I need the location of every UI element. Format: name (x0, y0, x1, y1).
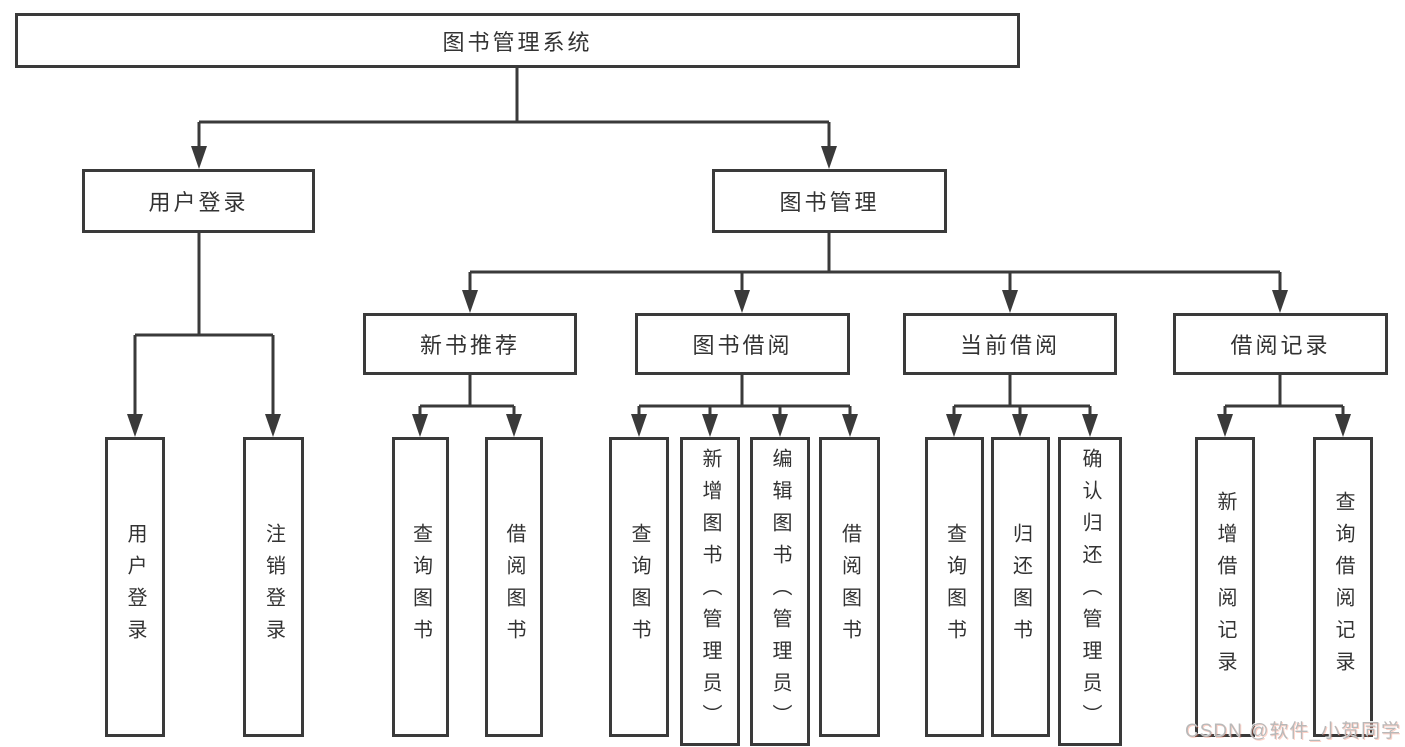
node-leaf-query-books-current: 查询图书 (925, 437, 984, 737)
connector-book-borrow (637, 375, 852, 419)
node-user-login: 用户登录 (82, 169, 315, 233)
connector-borrow-records (1223, 375, 1345, 419)
node-leaf-query-books-recommend: 查询图书 (392, 437, 449, 737)
connector-user-login (133, 233, 275, 419)
connector-book-management (468, 233, 1282, 296)
connector-root (197, 68, 831, 152)
node-book-management: 图书管理 (712, 169, 947, 233)
node-new-book-recommendation: 新书推荐 (363, 313, 577, 375)
csdn-watermark: CSDN @软件_小贺同学 (1185, 721, 1401, 742)
connector-current-borrow (952, 375, 1092, 419)
node-library-management-system: 图书管理系统 (15, 13, 1020, 68)
node-book-borrowing: 图书借阅 (635, 313, 850, 375)
arrowheads (127, 146, 1351, 437)
node-leaf-edit-books-admin: 编辑图书（管理员） (750, 437, 810, 746)
node-current-borrowing: 当前借阅 (903, 313, 1117, 375)
node-leaf-logout: 注销登录 (243, 437, 304, 737)
node-leaf-add-books-admin: 新增图书（管理员） (680, 437, 740, 746)
node-leaf-query-borrow-record: 查询借阅记录 (1313, 437, 1373, 737)
node-leaf-add-borrow-record: 新增借阅记录 (1195, 437, 1255, 737)
node-leaf-query-books-borrow: 查询图书 (609, 437, 669, 737)
node-leaf-return-books: 归还图书 (991, 437, 1050, 737)
connector-new-book (418, 375, 516, 419)
node-leaf-borrow-books: 借阅图书 (819, 437, 880, 737)
node-borrowing-records: 借阅记录 (1173, 313, 1388, 375)
node-leaf-borrow-books-recommend: 借阅图书 (485, 437, 543, 737)
node-leaf-confirm-return-admin: 确认归还（管理员） (1058, 437, 1122, 746)
node-leaf-user-login: 用户登录 (105, 437, 165, 737)
